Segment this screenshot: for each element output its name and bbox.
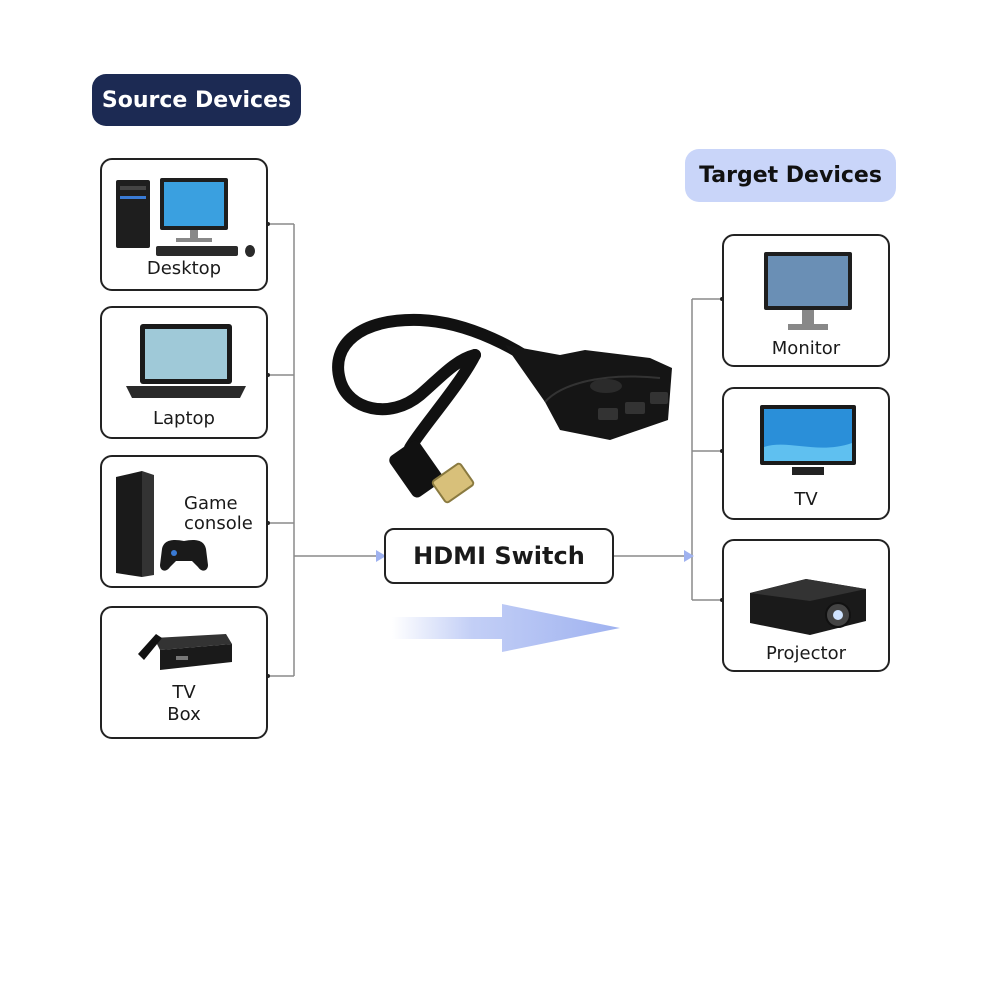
projector-icon — [750, 579, 866, 635]
target-devices-title: Target Devices — [685, 149, 896, 202]
target-card-tv: TV — [722, 387, 890, 520]
monitor-icon — [764, 252, 852, 330]
laptop-icon — [126, 324, 246, 398]
target-card-monitor: Monitor — [722, 234, 890, 367]
tv-icon — [760, 405, 856, 475]
hdmi-switch-box: HDMI Switch — [384, 528, 614, 584]
source-card-laptop: Laptop — [100, 306, 268, 439]
target-label-monitor: Monitor — [771, 338, 841, 359]
desktop-computer-icon — [116, 178, 255, 257]
source-label-desktop: Desktop — [146, 258, 222, 279]
source-label-box: Box — [167, 704, 201, 725]
source-label-laptop: Laptop — [153, 408, 215, 429]
source-devices-title: Source Devices — [92, 74, 301, 126]
hdmi-switch-product-image — [332, 313, 672, 504]
flow-arrow — [392, 604, 620, 652]
source-label-game: Game — [184, 493, 238, 514]
source-label-console: console — [184, 513, 253, 534]
target-card-projector: Projector — [722, 539, 890, 672]
target-label-projector: Projector — [766, 643, 846, 664]
source-card-desktop: Desktop — [100, 158, 268, 291]
tv-box-icon — [138, 634, 232, 670]
source-card-tv-box: TV Box — [100, 606, 268, 739]
game-console-icon — [116, 471, 208, 577]
source-card-game-console: Game console — [100, 455, 268, 588]
source-label-tv: TV — [172, 682, 196, 703]
target-label-tv: TV — [794, 489, 818, 510]
